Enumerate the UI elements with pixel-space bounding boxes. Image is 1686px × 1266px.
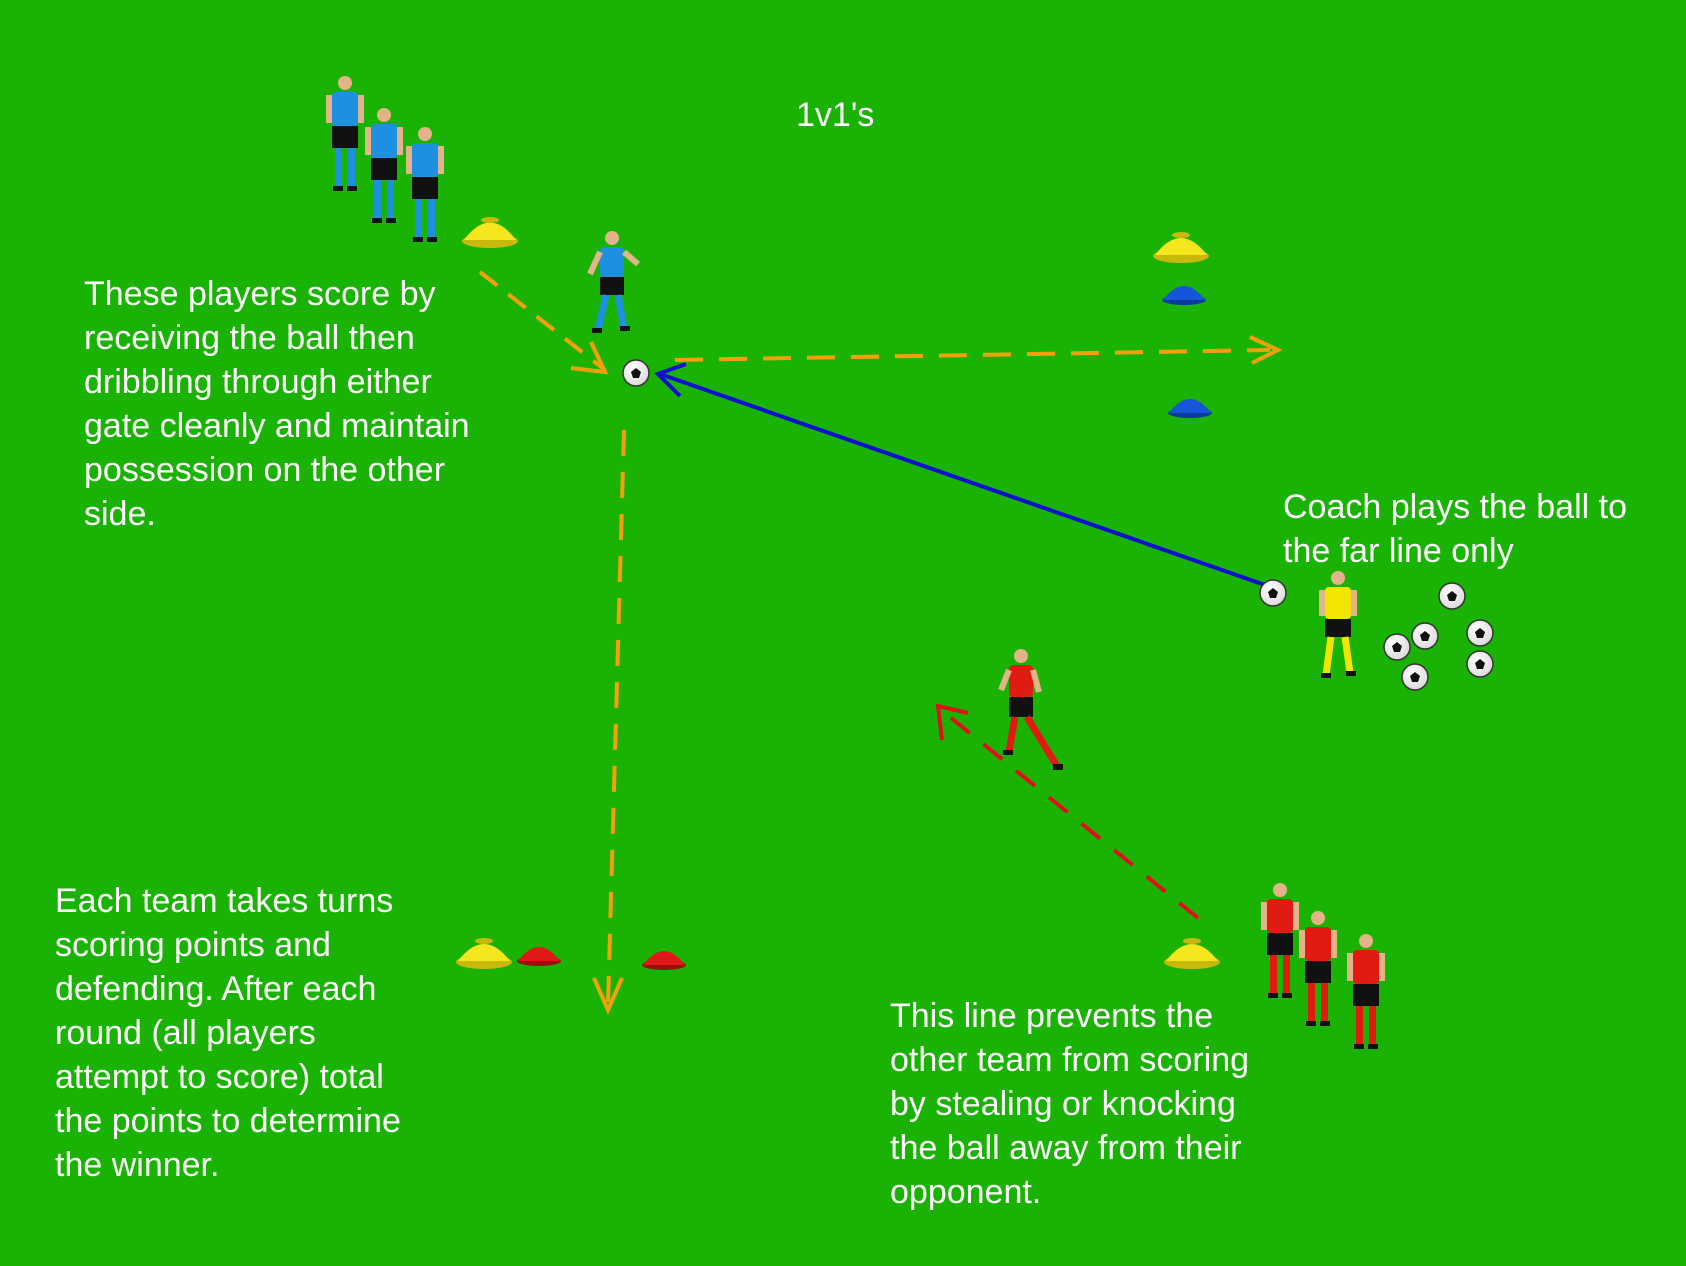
soccer-ball bbox=[1259, 579, 1287, 607]
player-figure bbox=[326, 76, 364, 191]
cone bbox=[642, 951, 686, 970]
coach-pass-arrow bbox=[654, 362, 1266, 587]
soccer-ball bbox=[1383, 633, 1411, 661]
player-figure bbox=[998, 649, 1063, 770]
dribble-path-right-arrow bbox=[674, 335, 1283, 365]
cone bbox=[517, 947, 561, 966]
pass-path-arrow bbox=[478, 270, 609, 375]
defender-run-arrow bbox=[935, 703, 1200, 920]
soccer-ball bbox=[1438, 582, 1466, 610]
soccer-ball bbox=[622, 359, 650, 387]
dribble-path-down-arrow bbox=[592, 429, 626, 1015]
diagram-title: 1v1's bbox=[796, 96, 875, 134]
player-figure bbox=[1347, 934, 1385, 1049]
player-figure bbox=[1299, 911, 1337, 1026]
cone bbox=[1168, 399, 1212, 418]
player-figure bbox=[365, 108, 403, 223]
cone bbox=[456, 938, 512, 969]
note-scoring: Each team takes turns scoring points and… bbox=[55, 882, 401, 1184]
soccer-ball bbox=[1401, 663, 1429, 691]
player-figure bbox=[1261, 883, 1299, 998]
cone bbox=[462, 217, 518, 248]
cone bbox=[1153, 232, 1209, 263]
player-figure bbox=[587, 231, 640, 333]
note-attackers: These players score by receiving the bal… bbox=[84, 275, 470, 533]
player-figure bbox=[406, 127, 444, 242]
cone bbox=[1162, 286, 1206, 305]
note-coach: Coach plays the ball to the far line onl… bbox=[1283, 488, 1627, 570]
note-defenders: This line prevents the other team from s… bbox=[890, 997, 1250, 1211]
soccer-ball bbox=[1411, 622, 1439, 650]
soccer-ball bbox=[1466, 619, 1494, 647]
player-figure bbox=[1319, 571, 1357, 678]
cone bbox=[1164, 938, 1220, 969]
soccer-ball bbox=[1466, 650, 1494, 678]
